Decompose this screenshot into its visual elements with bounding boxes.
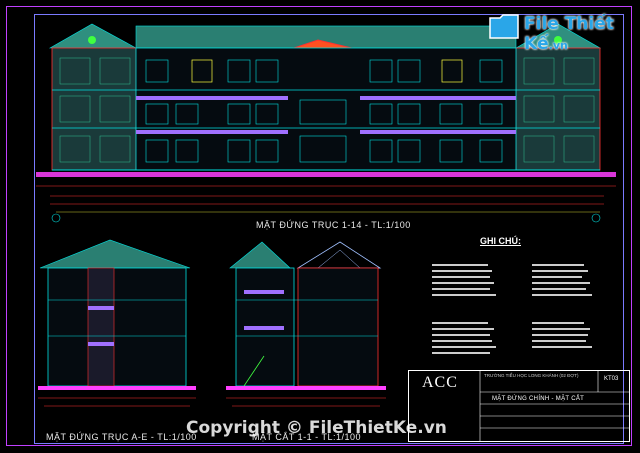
sheet-code: KT03	[604, 376, 619, 382]
folder-icon	[489, 14, 519, 39]
logo-text: File Thiết Kế.vn	[524, 14, 640, 54]
logo-tld: .vn	[548, 39, 568, 52]
sheet-title: MẶT ĐỨNG CHÍNH - MẶT CẮT	[492, 396, 585, 402]
side-elevation-caption: MẶT ĐỨNG TRỤC A-E - TL:1/100	[46, 432, 197, 442]
firm-logo: ACC	[422, 374, 458, 391]
title-block-lines	[479, 370, 630, 442]
notes-block	[432, 264, 592, 354]
inner-drawing-border	[34, 14, 624, 444]
title-block	[408, 370, 630, 442]
main-elevation-drawing	[36, 23, 616, 223]
side-elevation-drawing	[38, 239, 196, 407]
project-name: TRƯỜNG TIỂU HỌC LONG KHÁNH (02 ĐỢT)	[484, 373, 579, 378]
copyright-watermark: Copyright © FileThietKe.vn	[186, 418, 447, 438]
main-elevation-caption: MẶT ĐỨNG TRỤC 1-14 - TL:1/100	[256, 220, 411, 230]
section-drawing	[226, 241, 386, 407]
notes-title: GHI CHÚ:	[480, 236, 521, 246]
section-caption: MẶT CẮT 1-1 - TL:1/100	[252, 432, 362, 442]
logo-brand: File Thiết Kế	[524, 14, 614, 54]
site-logo[interactable]	[488, 10, 628, 42]
drawing-frame	[6, 6, 632, 446]
